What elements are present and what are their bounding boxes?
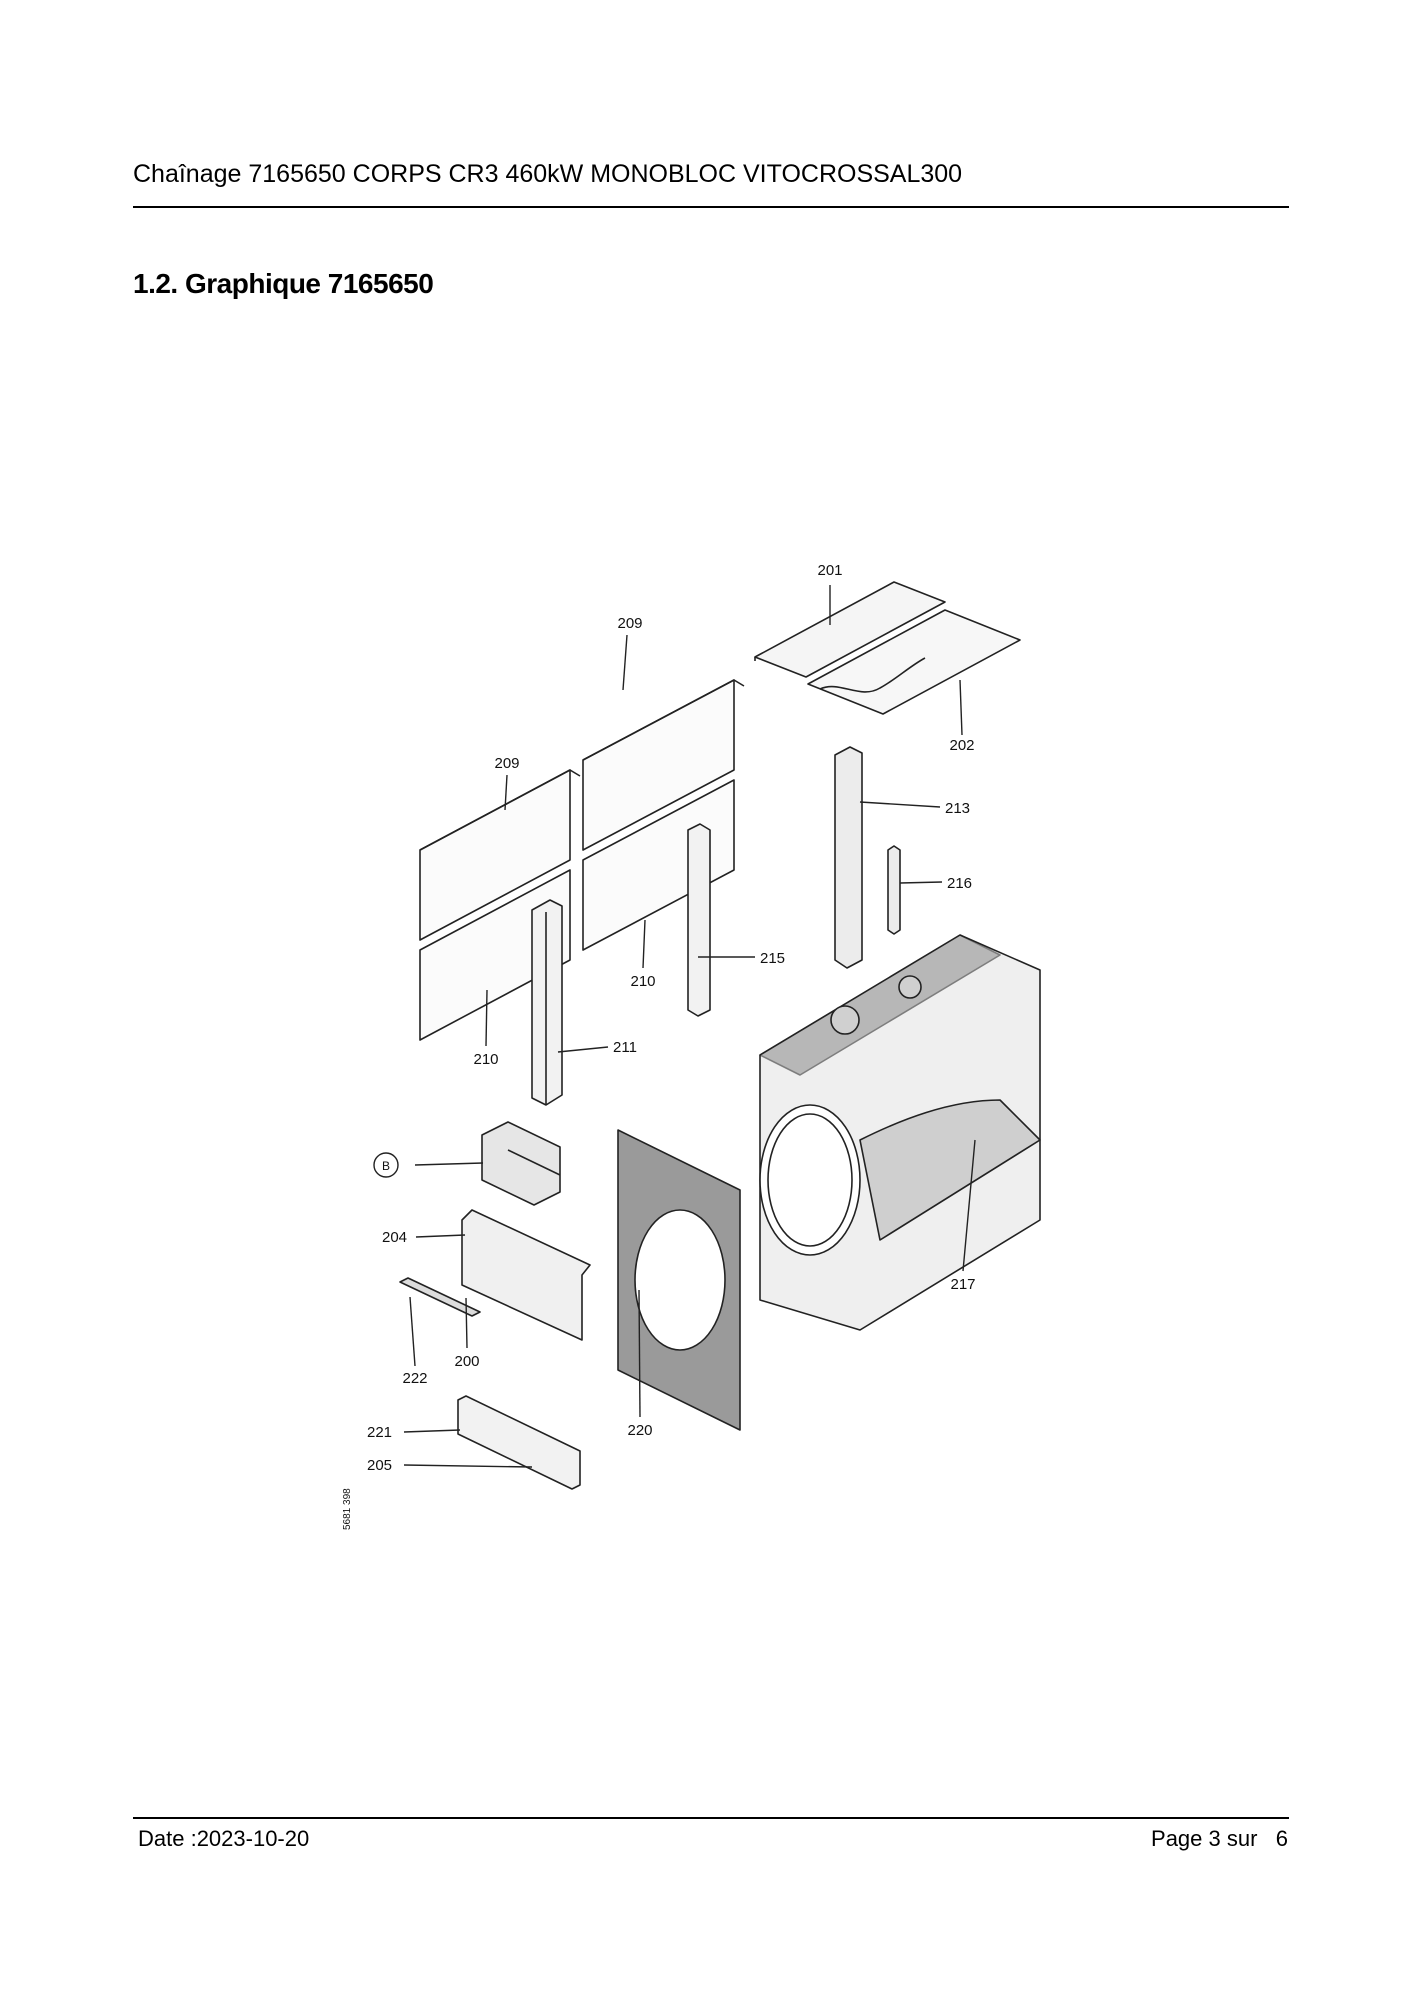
exploded-parts-diagram: 201 202 209 209 213 216 215 210 210 211 … (342, 562, 1041, 1530)
part-215-rail (687, 823, 711, 1017)
label-220: 220 (627, 1422, 652, 1439)
label-205: 205 (367, 1457, 392, 1474)
header-rule (133, 206, 1289, 208)
part-217-boiler-body (759, 934, 1041, 1331)
label-221: 221 (367, 1424, 392, 1441)
part-211-rail (531, 899, 563, 1106)
label-201: 201 (817, 562, 842, 579)
label-217: 217 (950, 1276, 975, 1293)
label-222: 222 (402, 1370, 427, 1387)
label-204: 204 (382, 1229, 407, 1246)
label-216: 216 (947, 875, 972, 892)
footer-page-number: Page 3 sur 6 (1151, 1826, 1288, 1851)
diagram-side-code: 5681 398 (342, 1488, 353, 1530)
part-216-strip (887, 845, 901, 935)
label-215: 215 (760, 950, 785, 967)
label-210-left: 210 (473, 1051, 498, 1068)
part-209-upper-panel-right (582, 679, 745, 851)
part-209-upper-panel-left (419, 769, 581, 941)
part-201-plate (754, 581, 946, 678)
part-220-front-plate (617, 1129, 741, 1431)
part-204-cover (461, 1209, 591, 1341)
label-213: 213 (945, 800, 970, 817)
section-title: 1.2. Graphique 7165650 (133, 268, 434, 299)
part-213-post (834, 746, 863, 969)
label-200: 200 (454, 1353, 479, 1370)
footer-rule (133, 1817, 1289, 1819)
footer-date: Date :2023-10-20 (138, 1826, 310, 1851)
part-202-plate (807, 609, 1021, 715)
label-b: B (382, 1159, 390, 1173)
label-210-right: 210 (630, 973, 655, 990)
page-header-title: Chaînage 7165650 CORPS CR3 460kW MONOBLO… (133, 160, 963, 188)
label-211: 211 (613, 1039, 637, 1056)
part-b-controller (481, 1121, 561, 1206)
label-209-right: 209 (617, 615, 642, 632)
part-210-lower-panel-right (582, 779, 735, 951)
label-202: 202 (949, 737, 974, 754)
part-205-bottom-panel (457, 1395, 581, 1490)
label-209-left: 209 (494, 755, 519, 772)
part-200-bar (399, 1277, 481, 1317)
